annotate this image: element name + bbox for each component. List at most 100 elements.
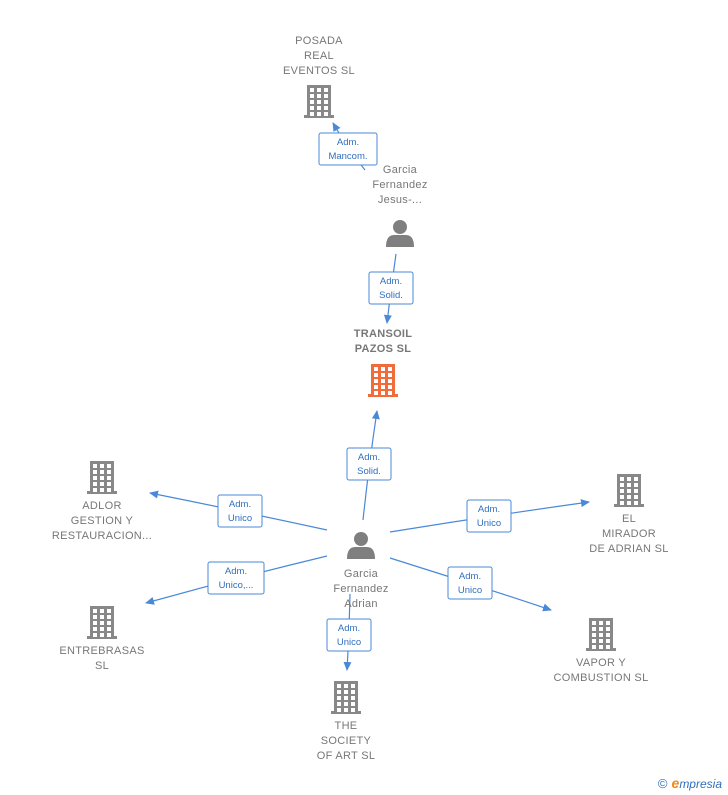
building-window (100, 464, 104, 468)
edge-label-text: Unico (477, 518, 501, 529)
building-window (374, 367, 378, 371)
building-window (351, 690, 355, 694)
building-window (374, 373, 378, 377)
node-label: VAPOR Y (576, 657, 626, 669)
node-label: Fernandez (333, 583, 388, 595)
building-window (317, 112, 321, 116)
building-window (381, 373, 385, 377)
building-window (93, 482, 97, 486)
edge-garcia_adrian-to-mirador[interactable]: Adm. Unico (389, 499, 590, 533)
edge-label-text: Solid. (357, 466, 381, 477)
node-label: MIRADOR (602, 528, 656, 540)
building-window (324, 88, 328, 92)
node-garcia_jesus[interactable]: GarciaFernandezJesus-... (372, 164, 427, 247)
building-window (337, 696, 341, 700)
building-window (317, 100, 321, 104)
edge-garcia_adrian-to-transoil[interactable]: Adm.Solid. (346, 410, 392, 521)
node-label: OF ART SL (317, 750, 376, 762)
building-window (324, 100, 328, 104)
node-label: TRANSOIL (354, 328, 413, 340)
building-window (620, 483, 624, 487)
edge-label-box[interactable] (466, 499, 512, 533)
edge-garcia_adrian-to-society[interactable]: Adm. Unico (326, 593, 372, 671)
building-window (344, 696, 348, 700)
building-window (107, 627, 111, 631)
edge-label-box[interactable] (318, 132, 378, 166)
building-window (107, 470, 111, 474)
building-window (100, 621, 104, 625)
building-window (606, 627, 610, 631)
node-vapor[interactable]: VAPOR Y COMBUSTION SL (554, 618, 649, 684)
building-window (388, 385, 392, 389)
building-window (599, 621, 603, 625)
building-window (107, 609, 111, 613)
building-base (304, 115, 334, 118)
edge-label-text: Adm. (338, 623, 360, 634)
building-window (606, 645, 610, 649)
building-window (351, 702, 355, 706)
edge-label-box[interactable] (447, 566, 493, 600)
edge-garcia_adrian-to-entrebrasas[interactable]: Adm. Unico,... (145, 555, 328, 605)
building-window (351, 696, 355, 700)
building-window (620, 495, 624, 499)
building-window (627, 477, 631, 481)
building-window (337, 702, 341, 706)
building-window (620, 501, 624, 505)
node-label: Adrian (344, 598, 378, 610)
edge-garcia_jesus-to-transoil[interactable]: Adm.Solid. (368, 253, 414, 324)
building-base (87, 636, 117, 639)
building-window (93, 476, 97, 480)
edge-label-text: Adm. (478, 504, 500, 515)
edge-label-text: Adm. (225, 566, 247, 577)
building-window (634, 489, 638, 493)
building-window (634, 501, 638, 505)
building-window (620, 489, 624, 493)
edge-garcia_jesus-to-posada[interactable]: Adm.Mancom. (318, 122, 378, 171)
node-label: GESTION Y (71, 515, 134, 527)
building-window (107, 488, 111, 492)
node-label: COMBUSTION SL (554, 672, 649, 684)
person-body (386, 235, 414, 247)
building-base (586, 648, 616, 651)
node-label: ADLOR (82, 500, 121, 512)
building-base (87, 491, 117, 494)
building-window (310, 100, 314, 104)
building-window (107, 621, 111, 625)
building-window (100, 615, 104, 619)
building-window (310, 94, 314, 98)
building-window (107, 464, 111, 468)
building-window (100, 633, 104, 637)
edge-garcia_adrian-to-adlor[interactable]: Adm.Unico (149, 490, 328, 531)
building-window (374, 379, 378, 383)
node-label: REAL (304, 50, 334, 62)
edge-label-box[interactable] (207, 561, 265, 595)
building-window (620, 477, 624, 481)
building-window (388, 391, 392, 395)
building-window (317, 94, 321, 98)
empresia-brand[interactable]: ©empresia (658, 775, 722, 791)
edge-label-text: Unico,... (219, 580, 254, 591)
building-window (107, 615, 111, 619)
building-window (93, 615, 97, 619)
building-window (100, 609, 104, 613)
edge-garcia_adrian-to-vapor[interactable]: Adm.Unico (389, 557, 552, 612)
copyright-icon: © (657, 776, 668, 791)
edge-label-box[interactable] (368, 271, 414, 305)
node-label: Garcia (383, 164, 418, 176)
edge-label-box[interactable] (326, 618, 372, 652)
edge-label-text: Unico (337, 637, 361, 648)
edge-label-box[interactable] (346, 447, 392, 481)
edge-label-text: Unico (458, 585, 482, 596)
building-window (388, 373, 392, 377)
building-window (606, 639, 610, 643)
edge-label-box[interactable] (217, 494, 263, 528)
building-window (606, 621, 610, 625)
building-window (310, 88, 314, 92)
